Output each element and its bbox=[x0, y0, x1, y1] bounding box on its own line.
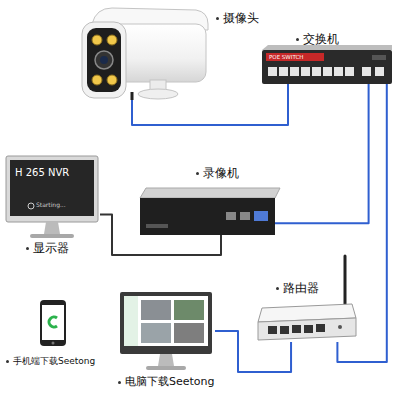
device-label: 录像机 bbox=[203, 167, 239, 181]
phone-node: 手机端下载Seetong bbox=[38, 300, 68, 348]
label-row: Starting... bbox=[36, 202, 66, 209]
device-label: 路由器 bbox=[283, 282, 319, 296]
router-node: 路由器 bbox=[255, 300, 358, 342]
bullet-dot bbox=[196, 172, 199, 175]
nvr-node: 录像机 bbox=[140, 188, 275, 235]
label-row: 手机端下载Seetong bbox=[6, 356, 95, 366]
bullet-dot bbox=[276, 287, 279, 290]
device-label: 电脑下载Seetong bbox=[125, 376, 215, 389]
label-row: POE SWITCH bbox=[269, 54, 303, 60]
label-row: 交换机 bbox=[296, 33, 339, 47]
phone-illustration bbox=[40, 300, 66, 346]
bullet-dot bbox=[216, 17, 219, 20]
screen-text: H 265 NVR bbox=[15, 167, 69, 179]
screen-text: Starting... bbox=[36, 202, 66, 209]
network-cable bbox=[337, 84, 386, 362]
switch-illustration bbox=[262, 45, 392, 84]
router-illustration bbox=[258, 256, 356, 340]
network-cable bbox=[215, 331, 291, 372]
bullet-dot bbox=[26, 247, 29, 250]
monitor-illustration bbox=[6, 156, 98, 238]
network-cable bbox=[100, 215, 221, 256]
camera-illustration bbox=[82, 8, 208, 100]
network-cable bbox=[132, 84, 288, 125]
computer-illustration bbox=[120, 292, 212, 370]
label-row: 路由器 bbox=[276, 282, 319, 296]
bullet-dot bbox=[296, 38, 299, 41]
device-label: 摄像头 bbox=[223, 12, 259, 26]
bullet-dot bbox=[6, 360, 9, 363]
nvr-illustration bbox=[140, 188, 280, 235]
label-row: 显示器 bbox=[26, 242, 69, 256]
network-cable bbox=[275, 84, 369, 223]
device-label: 显示器 bbox=[33, 242, 69, 256]
panel-print: POE SWITCH bbox=[269, 54, 303, 60]
bullet-dot bbox=[118, 381, 121, 384]
switch-node: 交换机POE SWITCH bbox=[262, 50, 392, 84]
label-row: 摄像头 bbox=[216, 12, 259, 26]
label-row: 电脑下载Seetong bbox=[118, 376, 215, 389]
label-row: 录像机 bbox=[196, 167, 239, 181]
computer-node: 电脑下载Seetong bbox=[118, 290, 215, 372]
device-label: 交换机 bbox=[303, 33, 339, 47]
label-row: H 265 NVR bbox=[15, 167, 69, 179]
camera-node: 摄像头 bbox=[80, 5, 210, 100]
monitor-node: 显示器H 265 NVRStarting... bbox=[5, 155, 100, 240]
device-label: 手机端下载Seetong bbox=[13, 356, 95, 366]
